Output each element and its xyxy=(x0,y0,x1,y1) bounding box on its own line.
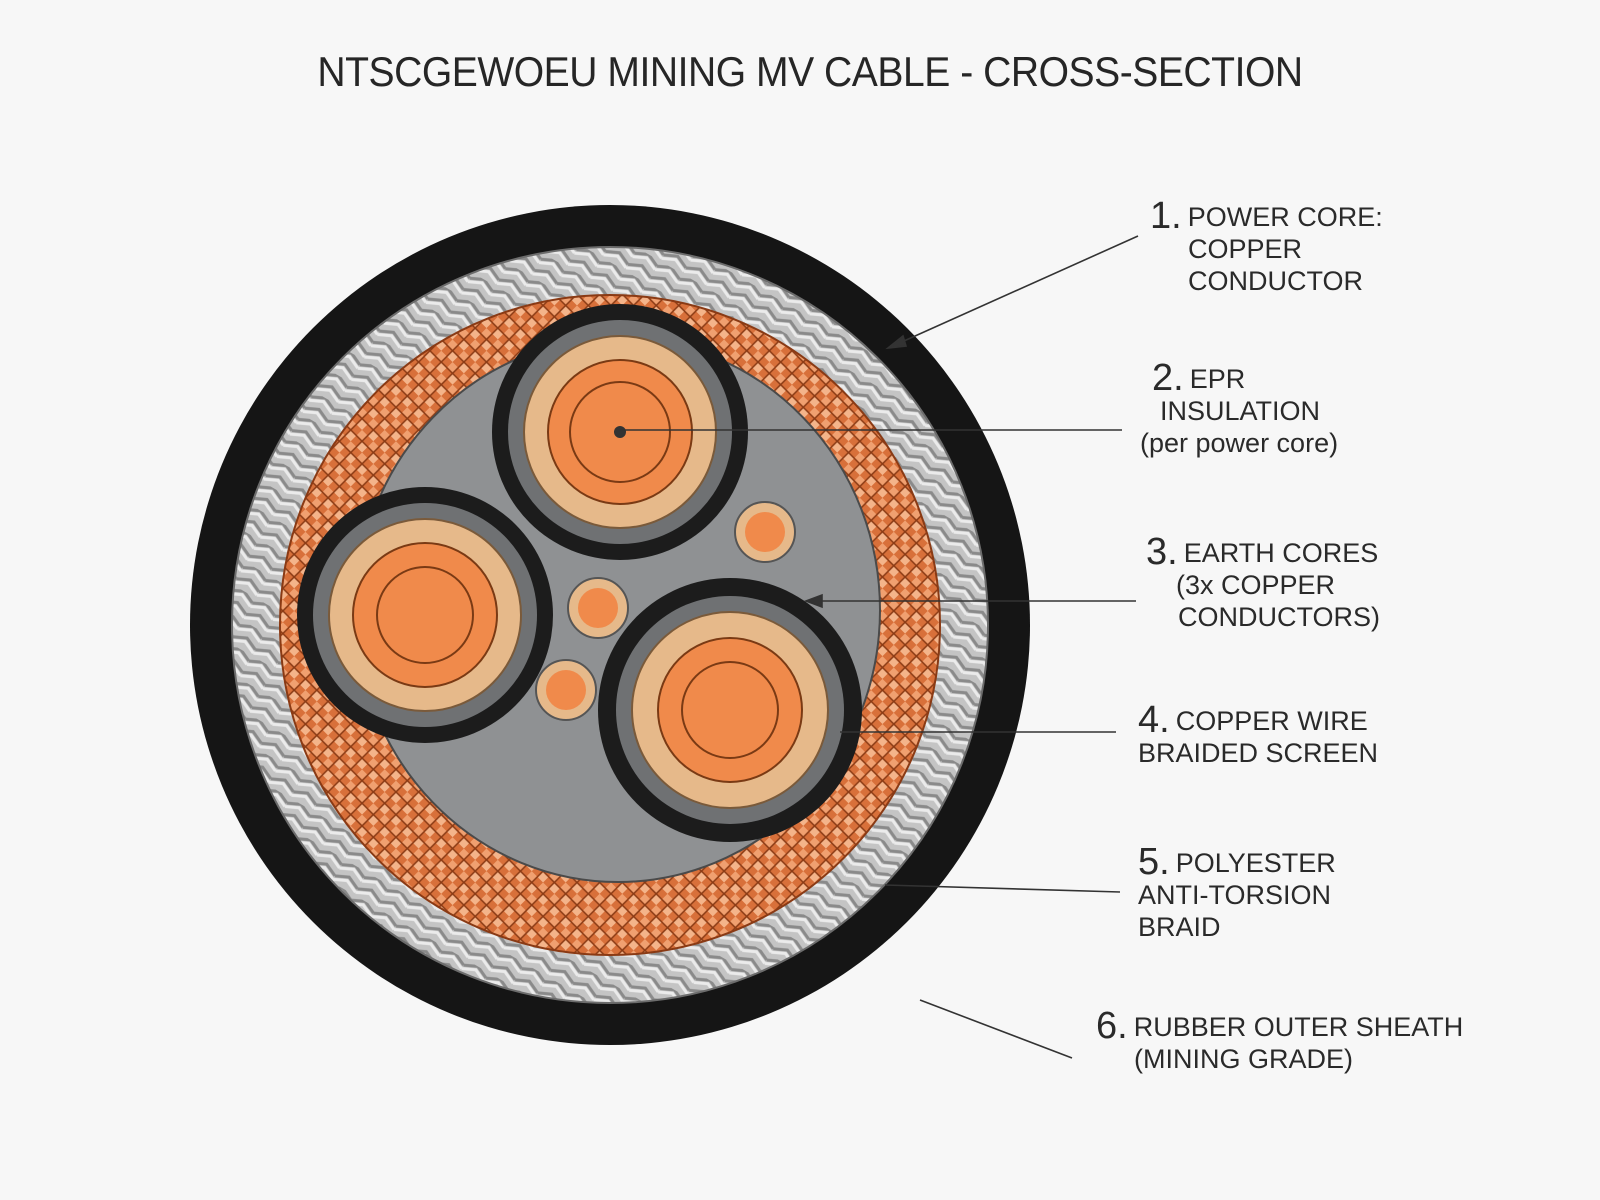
callout-text: (3x COPPER xyxy=(1176,570,1336,600)
callout-text: EPR xyxy=(1189,364,1246,394)
callout-earth-cores: 3.EARTH CORES (3x COPPER CONDUCTORS) xyxy=(1146,533,1380,633)
callout-text: POLYESTER xyxy=(1175,848,1336,878)
leader-line-1 xyxy=(894,235,1139,346)
callout-number: 2. xyxy=(1152,357,1184,399)
leader-line-5 xyxy=(884,884,1121,893)
callout-copper-braid: 4.COPPER WIRE BRAIDED SCREEN xyxy=(1138,701,1379,769)
callout-outer-sheath: 6.RUBBER OUTER SHEATH (MINING GRADE) xyxy=(1096,1007,1464,1075)
callout-text: BRAID xyxy=(1138,912,1221,942)
callout-text: COPPER xyxy=(1188,234,1303,264)
callout-text: EARTH CORES xyxy=(1183,538,1379,568)
callout-text: (per power core) xyxy=(1140,428,1339,458)
callout-epr-insulation: 2.EPR INSULATION (per power core) xyxy=(1140,359,1338,459)
callout-text: (MINING GRADE) xyxy=(1134,1044,1353,1074)
power-core xyxy=(297,487,553,743)
earth-core xyxy=(567,577,629,639)
callout-text: POWER CORE: xyxy=(1187,202,1383,232)
callout-text: CONDUCTOR xyxy=(1188,266,1363,296)
callout-text: BRAIDED SCREEN xyxy=(1138,738,1379,768)
leader-line-6 xyxy=(919,999,1073,1059)
callout-number: 6. xyxy=(1096,1005,1128,1047)
callout-text: COPPER WIRE xyxy=(1175,706,1368,736)
callout-number: 5. xyxy=(1138,841,1170,883)
power-core xyxy=(598,578,862,842)
diagram-title: NTSCGEWOEU MINING MV CABLE - CROSS-SECTI… xyxy=(317,48,1303,95)
power-core xyxy=(492,304,748,560)
callout-number: 1. xyxy=(1150,195,1182,237)
earth-core xyxy=(734,501,796,563)
earth-core xyxy=(535,659,597,721)
callout-text: ANTI-TORSION xyxy=(1138,880,1332,910)
callout-text: INSULATION xyxy=(1160,396,1321,426)
callout-number: 4. xyxy=(1138,699,1170,741)
callout-number: 3. xyxy=(1146,531,1178,573)
callout-text: CONDUCTORS) xyxy=(1178,602,1380,632)
callout-power-core: 1.POWER CORE: COPPER CONDUCTOR xyxy=(1150,197,1383,297)
callout-text: RUBBER OUTER SHEATH xyxy=(1133,1012,1464,1042)
callout-polyester-braid: 5.POLYESTER ANTI-TORSION BRAID xyxy=(1138,843,1336,943)
